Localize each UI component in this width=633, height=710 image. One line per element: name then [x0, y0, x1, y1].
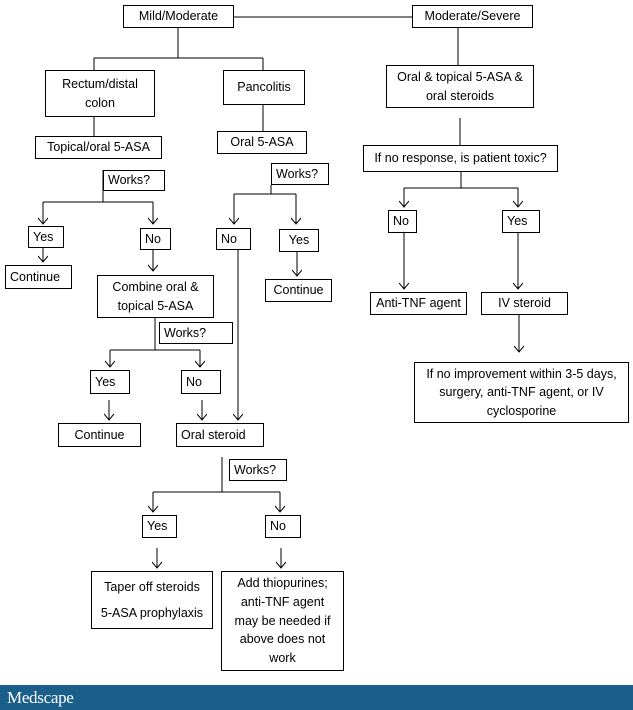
yes-node-2: Yes	[279, 229, 319, 252]
no-node-2: No	[216, 228, 251, 250]
pancolitis-node: Pancolitis	[223, 70, 305, 105]
works-question-1: Works?	[103, 170, 165, 191]
oral-topical-asa-steroids-node: Oral & topical 5-ASA & oral steroids	[386, 65, 534, 108]
moderate-severe-node: Moderate/Severe	[412, 5, 533, 28]
works-question-2: Works?	[271, 163, 329, 185]
topical-oral-asa-node: Topical/oral 5-ASA	[35, 136, 162, 159]
taper-off-text: Taper off steroids	[104, 580, 200, 594]
works-question-4: Works?	[229, 459, 287, 481]
anti-tnf-node: Anti-TNF agent	[370, 292, 467, 315]
combine-oral-topical-node: Combine oral & topical 5-ASA	[97, 275, 214, 318]
flowchart-connectors	[0, 16, 633, 685]
oral-asa-node: Oral 5-ASA	[217, 131, 307, 154]
toxic-question-node: If no response, is patient toxic?	[363, 145, 558, 172]
yes-toxic-node: Yes	[502, 210, 540, 233]
asa-prophylaxis-text: 5-ASA prophylaxis	[100, 606, 204, 620]
no-node-1: No	[140, 228, 171, 250]
add-thiopurines-node: Add thiopurines; anti-TNF agent may be n…	[221, 571, 344, 671]
yes-node-3: Yes	[90, 370, 130, 394]
no-node-4: No	[265, 515, 301, 538]
yes-node-4: Yes	[142, 515, 177, 538]
no-toxic-node: No	[388, 210, 417, 233]
no-node-3: No	[181, 370, 221, 394]
iv-steroid-node: IV steroid	[481, 292, 568, 315]
continue-node-3: Continue	[265, 279, 332, 302]
taper-off-node: Taper off steroids 5-ASA prophylaxis	[91, 571, 213, 629]
oral-steroid-node: Oral steroid	[176, 423, 264, 447]
continue-node-2: Continue	[58, 423, 141, 447]
footer-bar: Medscape	[0, 685, 633, 710]
yes-node-1: Yes	[28, 226, 64, 248]
rectum-distal-colon-node: Rectum/distal colon	[45, 70, 155, 117]
medscape-logo: Medscape	[7, 688, 74, 707]
works-question-3: Works?	[159, 322, 233, 344]
continue-node-1: Continue	[5, 265, 72, 289]
no-improvement-node: If no improvement within 3-5 days, surge…	[414, 362, 629, 423]
mild-moderate-node: Mild/Moderate	[123, 5, 234, 28]
